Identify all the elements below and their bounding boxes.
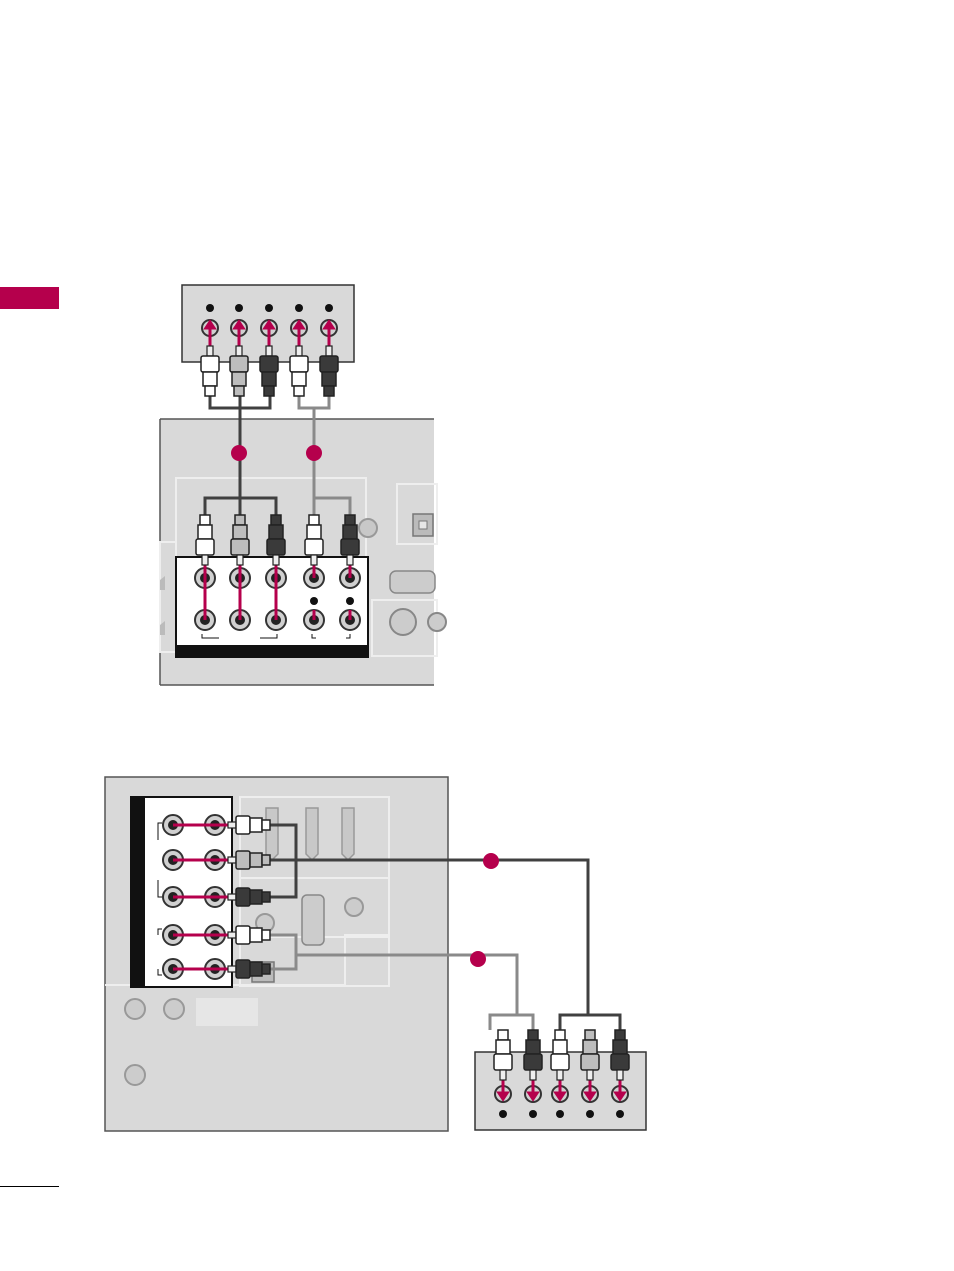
rgb-pc-port-icon: [302, 895, 324, 945]
rs232-port-icon: [390, 571, 435, 593]
cable-marker-dot: [306, 445, 322, 461]
cable-marker-dot: [231, 445, 247, 461]
cable-marker-dot: [470, 951, 486, 967]
connection-diagram-top: [160, 285, 446, 685]
connection-diagram-bottom: [105, 777, 646, 1131]
cable-marker-dot: [483, 853, 499, 869]
s-video-port-icon: [390, 609, 416, 635]
